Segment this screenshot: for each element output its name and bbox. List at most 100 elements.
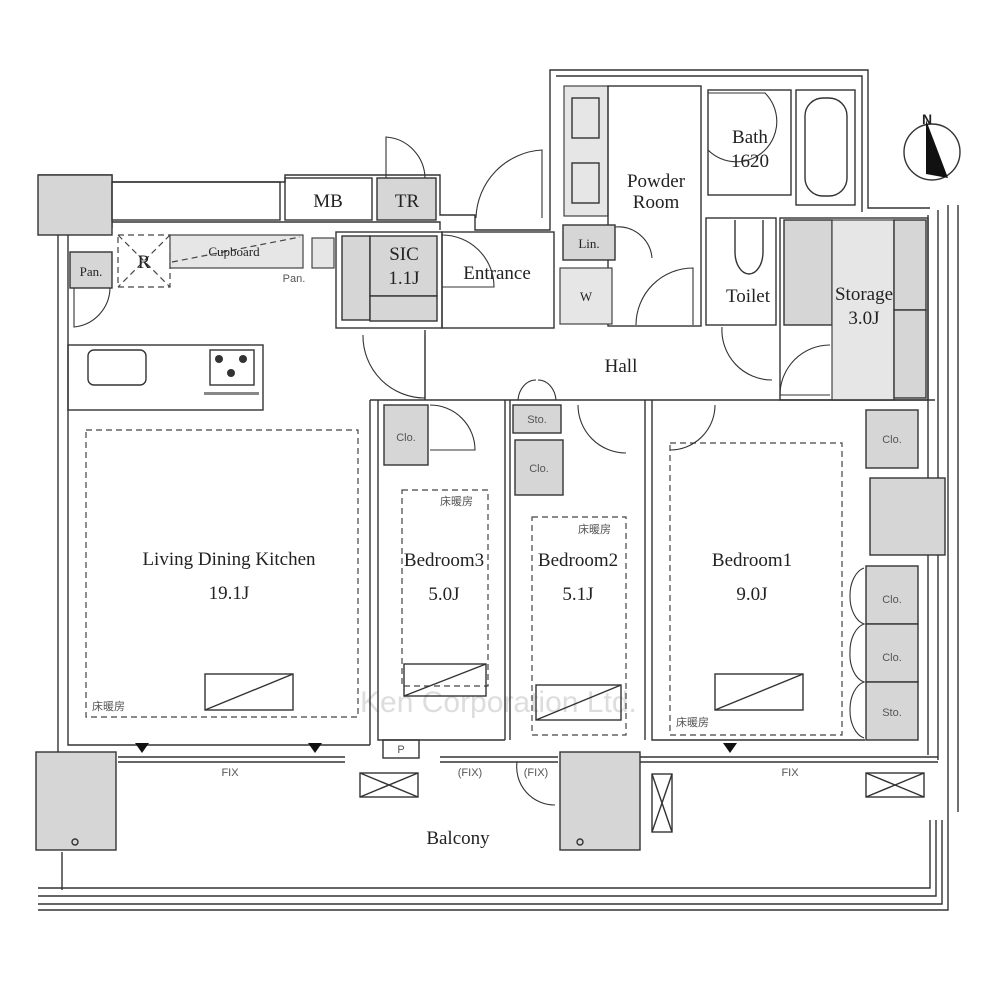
powder-door[interactable] <box>635 267 694 326</box>
linen-label: Lin. <box>578 236 599 251</box>
ldk-heating-label: 床暖房 <box>92 699 125 713</box>
tr-door[interactable] <box>385 136 426 179</box>
pantry-door[interactable] <box>73 287 111 328</box>
north-compass-icon: N <box>903 111 961 181</box>
closet-doors[interactable] <box>849 567 866 739</box>
entrance-label: Entrance <box>463 263 531 284</box>
bedroom1-closet-b-label: Clo. <box>882 652 902 664</box>
cupboard-label: Cupboard <box>208 244 260 259</box>
bedroom2-name: Bedroom2 <box>538 550 618 571</box>
hall-storage[interactable] <box>512 404 562 434</box>
ldk-floor-heating-area <box>85 429 359 718</box>
shelf <box>111 181 281 221</box>
bathtub-icon <box>804 97 848 197</box>
bedroom1-size: 9.0J <box>736 584 767 605</box>
mb-label: MB <box>313 191 343 212</box>
bedroom2-heating-area <box>531 516 627 736</box>
bath-door[interactable] <box>707 92 778 163</box>
pantry2-label: Pan. <box>283 273 306 285</box>
vanity <box>563 85 609 217</box>
hall-storage-doors[interactable] <box>517 379 557 401</box>
storage-door[interactable] <box>779 344 831 396</box>
fix-label-bed2: (FIX) <box>524 767 548 779</box>
bedroom1-closet-a[interactable] <box>865 565 919 625</box>
entrance-door[interactable] <box>475 149 543 219</box>
bedroom1-door[interactable] <box>669 404 716 451</box>
bedroom2-heating-label: 床暖房 <box>578 522 611 536</box>
pantry[interactable] <box>69 251 113 289</box>
powder-line1: Powder <box>627 171 686 192</box>
tr-label: TR <box>395 191 420 212</box>
bedroom3-size: 5.0J <box>428 584 459 605</box>
pipe-label: P <box>397 744 404 756</box>
washer-label: W <box>580 289 593 304</box>
hall-label: Hall <box>605 356 638 377</box>
pantry-label: Pan. <box>80 264 103 279</box>
bedroom1-closet-top-label: Clo. <box>882 434 902 446</box>
refrigerator-space <box>117 234 171 288</box>
ac-unit <box>204 673 294 711</box>
washer-space <box>559 267 613 325</box>
sic-size: 1.1J <box>388 268 419 289</box>
refrigerator-label: R <box>138 252 151 273</box>
bedroom1-closet-top[interactable] <box>865 409 919 469</box>
pantry-small[interactable] <box>311 237 335 269</box>
bedroom3-closet-label: Clo. <box>396 432 416 444</box>
bedroom3-name: Bedroom3 <box>404 550 484 571</box>
bath-room <box>707 89 792 196</box>
powder-room <box>607 85 702 327</box>
stove-icon <box>209 349 255 386</box>
bedroom2-closet[interactable] <box>514 439 564 496</box>
toilet-door[interactable] <box>721 326 773 381</box>
pipe-space <box>382 739 420 759</box>
linen-door[interactable] <box>614 226 653 259</box>
bedroom3-heating-area <box>401 489 489 687</box>
bedroom3-door[interactable] <box>429 404 476 451</box>
fix-label-bed1: FIX <box>781 767 799 779</box>
ldk-name: Living Dining Kitchen <box>142 549 316 570</box>
bath-size: 1620 <box>731 151 769 172</box>
bath-name: Bath <box>732 127 768 148</box>
linen-closet[interactable] <box>562 224 616 261</box>
bedroom2-door[interactable] <box>577 404 627 454</box>
storage-size: 3.0J <box>848 308 879 329</box>
storage-name: Storage <box>835 284 893 305</box>
sic-name: SIC <box>389 244 419 265</box>
fix-label-bed3: (FIX) <box>458 767 482 779</box>
outdoor-ac-units <box>359 772 925 833</box>
column-balcony-mid <box>559 751 641 851</box>
hall-storage-label: Sto. <box>527 414 547 426</box>
balcony-railing <box>38 820 949 911</box>
bedroom1-closet-a-label: Clo. <box>882 594 902 606</box>
meter-box <box>284 177 373 221</box>
powder-line2: Room <box>633 192 680 213</box>
bedroom1-closet-b[interactable] <box>865 623 919 683</box>
balcony-label: Balcony <box>426 828 490 849</box>
bedroom1-heating-area <box>669 442 843 736</box>
watermark: Ken Corporation Ltd. <box>360 686 637 719</box>
fix-label-ldk: FIX <box>221 767 239 779</box>
bedroom1-name: Bedroom1 <box>712 550 792 571</box>
bedroom1-storage-label: Sto. <box>882 707 902 719</box>
bedroom1-storage[interactable] <box>865 681 919 741</box>
ldk-size: 19.1J <box>209 583 250 604</box>
trunk-room[interactable] <box>376 177 437 221</box>
entrance <box>441 231 555 329</box>
compass-label: N <box>922 111 932 127</box>
column-top-left <box>37 174 113 236</box>
toilet-label: Toilet <box>726 286 771 307</box>
bathtub-area <box>795 89 856 206</box>
column-right <box>869 477 946 556</box>
column-balcony-left <box>35 751 117 851</box>
sic-door[interactable] <box>441 234 495 288</box>
balcony-door[interactable] <box>516 761 556 806</box>
bedroom2-closet-label: Clo. <box>529 463 549 475</box>
sink-icon <box>87 349 147 386</box>
ldk-door[interactable] <box>362 334 426 399</box>
bedroom3-closet[interactable] <box>383 404 429 466</box>
bedroom2-size: 5.1J <box>562 584 593 605</box>
kitchen-counter <box>67 344 264 411</box>
bedroom1-heating-label: 床暖房 <box>676 715 709 729</box>
bedroom3-heating-label: 床暖房 <box>440 494 473 508</box>
